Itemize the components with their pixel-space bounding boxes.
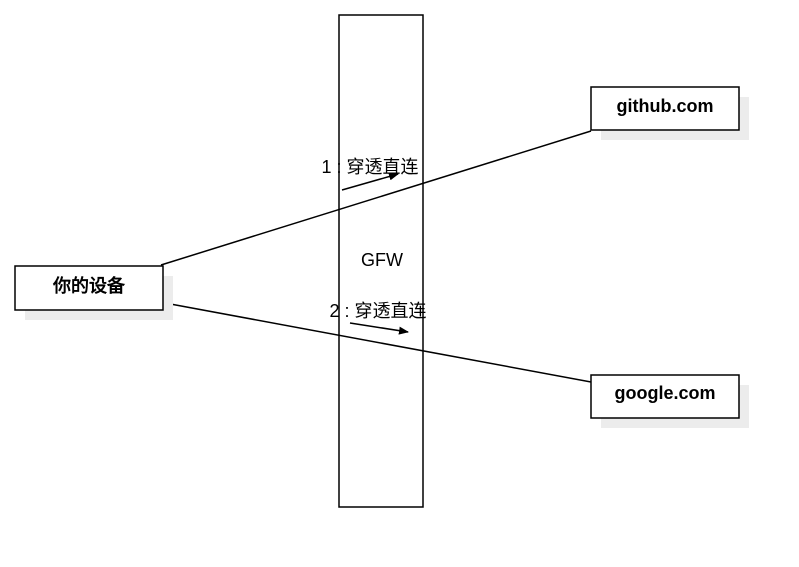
connection-line-google (164, 302, 592, 383)
gfw-wall (338, 14, 424, 508)
node-github-label: github.com (617, 96, 714, 116)
connection-label-1: 1 : 穿透直连 (321, 157, 418, 177)
arrow-github-icon (341, 172, 399, 191)
arrow-google-icon (349, 322, 409, 335)
node-device-label: 你的设备 (52, 275, 126, 296)
node-device[interactable]: 你的设备 (14, 265, 173, 320)
node-google-label: google.com (614, 383, 715, 403)
connection-line-github (160, 130, 592, 266)
gfw-label: GFW (361, 250, 403, 270)
node-github-box (590, 86, 740, 131)
node-google-box (590, 374, 740, 419)
node-google[interactable]: google.com (590, 374, 749, 428)
node-github[interactable]: github.com (590, 86, 749, 140)
connection-label-2: 2 : 穿透直连 (329, 301, 426, 321)
node-device-box (14, 265, 164, 311)
